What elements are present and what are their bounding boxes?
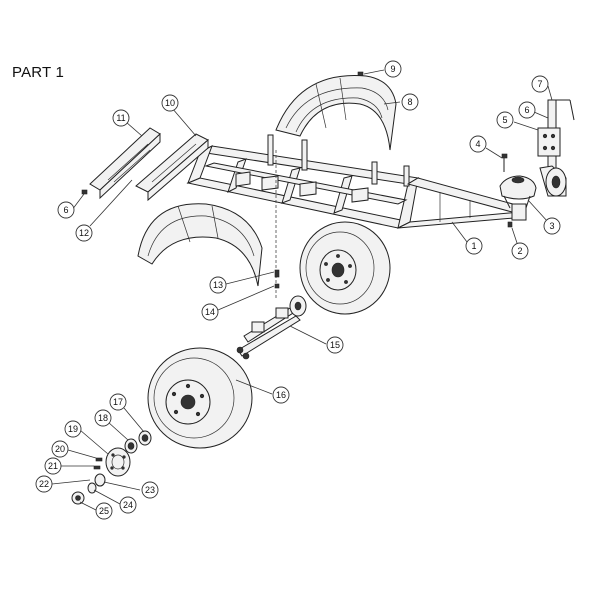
callout-21: 21 <box>44 457 62 475</box>
fender-upper <box>275 74 397 151</box>
loose-bolts <box>81 71 513 228</box>
callout-5: 5 <box>496 111 514 129</box>
callout-19-label: 19 <box>68 424 78 434</box>
callout-17-label: 17 <box>113 397 123 407</box>
callout-25: 25 <box>95 502 113 520</box>
callout-24: 24 <box>119 496 137 514</box>
leader-lines <box>51 69 553 511</box>
callout-23: 23 <box>141 481 159 499</box>
hitch-coupler <box>499 175 537 209</box>
hub-components <box>71 430 152 505</box>
callout-3-label: 3 <box>549 221 554 231</box>
callout-15-label: 15 <box>330 340 340 350</box>
fender-lower <box>137 203 263 287</box>
callout-23-label: 23 <box>145 485 155 495</box>
callout-20: 20 <box>51 440 69 458</box>
callout-18-label: 18 <box>98 413 108 423</box>
callout-7: 7 <box>531 75 549 93</box>
callout-14: 14 <box>201 303 219 321</box>
side-rail-11 <box>89 127 161 200</box>
callout-16: 16 <box>272 386 290 404</box>
callout-10: 10 <box>161 94 179 112</box>
callout-6: 6 <box>518 101 536 119</box>
callout-8-label: 8 <box>407 97 412 107</box>
callout-16-label: 16 <box>276 390 286 400</box>
callout-11: 11 <box>112 109 130 127</box>
callout-1-label: 1 <box>471 241 476 251</box>
callout-14-label: 14 <box>205 307 215 317</box>
callout-22-label: 22 <box>39 479 49 489</box>
callout-9-label: 9 <box>390 64 395 74</box>
callout-24-label: 24 <box>123 500 133 510</box>
callout-11-label: 11 <box>116 113 125 123</box>
callout-6b: 6 <box>57 201 75 219</box>
callout-9: 9 <box>384 60 402 78</box>
callout-21-label: 21 <box>48 461 58 471</box>
callout-12-label: 12 <box>79 228 89 238</box>
callout-18: 18 <box>94 409 112 427</box>
callout-13: 13 <box>209 276 227 294</box>
callout-20-label: 20 <box>55 444 65 454</box>
callout-22: 22 <box>35 475 53 493</box>
callout-19: 19 <box>64 420 82 438</box>
page-title: PART 1 <box>12 64 65 81</box>
callout-2: 2 <box>511 242 529 260</box>
callout-6-label: 6 <box>524 105 529 115</box>
callout-15: 15 <box>326 336 344 354</box>
jockey-wheel-assembly <box>537 99 575 197</box>
callout-6b-label: 6 <box>63 205 68 215</box>
callout-13-label: 13 <box>213 280 223 290</box>
callout-4: 4 <box>469 135 487 153</box>
wheel-upper <box>299 221 391 315</box>
callout-10-label: 10 <box>165 98 175 108</box>
side-rail-10 <box>135 133 209 202</box>
callout-17: 17 <box>109 393 127 411</box>
callout-7-label: 7 <box>537 79 542 89</box>
callout-25-label: 25 <box>99 506 109 516</box>
ubolt-parts <box>274 269 280 289</box>
callout-12: 12 <box>75 224 93 242</box>
callout-8: 8 <box>401 93 419 111</box>
callout-2-label: 2 <box>517 246 522 256</box>
callout-5-label: 5 <box>502 115 507 125</box>
callout-1: 1 <box>465 237 483 255</box>
trailer-frame <box>186 134 527 229</box>
callout-4-label: 4 <box>475 139 480 149</box>
axle-assembly <box>236 150 307 360</box>
callout-3: 3 <box>543 217 561 235</box>
wheel-lower <box>147 347 253 449</box>
